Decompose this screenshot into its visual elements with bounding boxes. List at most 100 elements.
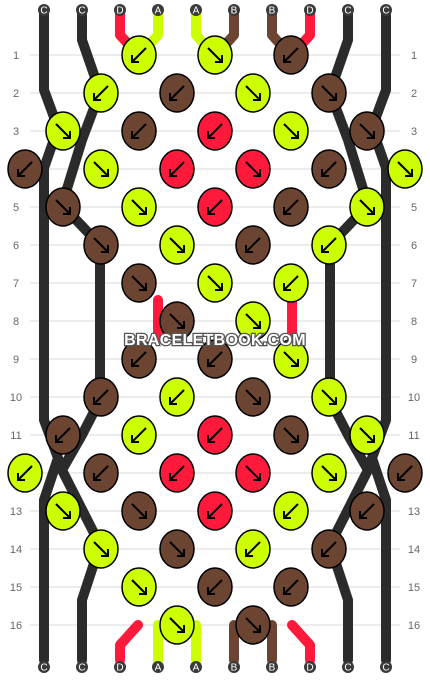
row-number-right: 9: [411, 354, 417, 366]
end-dot: [152, 661, 164, 673]
knot: [197, 35, 233, 75]
knot-arrowhead-icon: [359, 511, 367, 519]
knot-arrowhead-icon: [101, 245, 109, 253]
end-dot: [304, 661, 316, 673]
end-dot: [190, 661, 202, 673]
string-label-top: B: [266, 4, 278, 17]
knot-arrow-icon: [55, 199, 71, 215]
knot-arrow-icon: [93, 541, 109, 557]
knot-arrowhead-icon: [93, 93, 101, 101]
string-label-top: A: [190, 4, 202, 17]
knot-arrowhead-icon: [207, 207, 215, 215]
knot-arrowhead-icon: [139, 207, 147, 215]
knot-arrow-icon: [17, 161, 33, 177]
knot-arrow-icon: [55, 427, 71, 443]
knot: [45, 415, 81, 455]
knot-arrow-icon: [283, 503, 299, 519]
knot: [159, 453, 195, 493]
end-letter: D: [306, 6, 313, 17]
end-letter: D: [306, 663, 313, 674]
knot: [121, 111, 157, 151]
knot-arrowhead-icon: [207, 359, 215, 367]
knot-arrow-icon: [17, 465, 33, 481]
knot: [273, 111, 309, 151]
row-number-left: 15: [10, 582, 22, 594]
knot-arrowhead-icon: [169, 93, 177, 101]
row-number-left: 11: [10, 430, 21, 442]
knot-arrow-icon: [169, 389, 185, 405]
knot: [311, 225, 347, 265]
knot-arrowhead-icon: [321, 245, 329, 253]
knot-arrowhead-icon: [63, 207, 71, 215]
knot-arrowhead-icon: [321, 169, 329, 177]
knot-arrowhead-icon: [207, 131, 215, 139]
knot-arrow-icon: [321, 161, 337, 177]
knot: [83, 73, 119, 113]
end-dot: [380, 4, 392, 16]
knot-arrowhead-icon: [139, 587, 147, 595]
knot: [7, 149, 43, 189]
string-label-top: C: [76, 4, 88, 17]
knot-arrow-icon: [245, 617, 261, 633]
knot-arrow-icon: [131, 351, 147, 367]
knot: [235, 225, 271, 265]
end-letter: D: [116, 6, 123, 17]
knot-arrow-icon: [245, 313, 261, 329]
knot: [349, 111, 385, 151]
end-letter: C: [382, 663, 389, 674]
knot: [121, 491, 157, 531]
row-number-left: 13: [10, 506, 22, 518]
knot-arrow-icon: [359, 503, 375, 519]
knot-arrow-icon: [207, 503, 223, 519]
knot: [273, 339, 309, 379]
knot-arrowhead-icon: [283, 55, 291, 63]
knot-arrowhead-icon: [17, 473, 25, 481]
knot-arrow-icon: [283, 199, 299, 215]
knot-arrow-icon: [55, 123, 71, 139]
knot-arrowhead-icon: [131, 359, 139, 367]
knot-arrowhead-icon: [283, 283, 291, 291]
watermark-text: BRACELETBOOK.COM: [124, 332, 306, 349]
knot: [7, 453, 43, 493]
end-letter: B: [231, 6, 238, 17]
knot: [121, 567, 157, 607]
knot: [235, 73, 271, 113]
row-number-right: 3: [411, 126, 417, 138]
knot: [121, 187, 157, 227]
end-letter: C: [40, 6, 47, 17]
knot: [273, 567, 309, 607]
knot-arrow-icon: [283, 351, 299, 367]
row-number-left: 10: [10, 392, 22, 404]
knot-arrow-icon: [169, 465, 185, 481]
knot-arrowhead-icon: [253, 473, 261, 481]
knot-arrow-icon: [93, 389, 109, 405]
knot-arrowhead-icon: [329, 397, 337, 405]
knot-arrow-icon: [93, 85, 109, 101]
knot-arrowhead-icon: [131, 131, 139, 139]
row-number-right: 1: [411, 50, 417, 62]
row-number-left: 3: [13, 126, 19, 138]
knot-arrowhead-icon: [329, 93, 337, 101]
string-label-bottom: C: [76, 661, 88, 674]
knot-arrow-icon: [321, 465, 337, 481]
knot-arrow-icon: [169, 313, 185, 329]
string-label-top: C: [380, 4, 392, 17]
knot-arrow-icon: [245, 465, 261, 481]
knot: [121, 35, 157, 75]
end-dot: [228, 4, 240, 16]
end-dot: [304, 4, 316, 16]
knot-arrow-icon: [207, 47, 223, 63]
knot-arrowhead-icon: [17, 169, 25, 177]
string-label-bottom: A: [190, 661, 202, 674]
row-number-left: 7: [13, 278, 19, 290]
knot-arrow-icon: [207, 427, 223, 443]
knot-arrowhead-icon: [253, 397, 261, 405]
knot-arrow-icon: [131, 579, 147, 595]
knot: [159, 73, 195, 113]
row-number-left: 8: [13, 316, 19, 328]
end-letter: C: [40, 663, 47, 674]
knot: [121, 263, 157, 303]
row-number-right: 6: [411, 240, 417, 252]
end-letter: A: [193, 6, 200, 17]
row-number-left: 9: [13, 354, 19, 366]
